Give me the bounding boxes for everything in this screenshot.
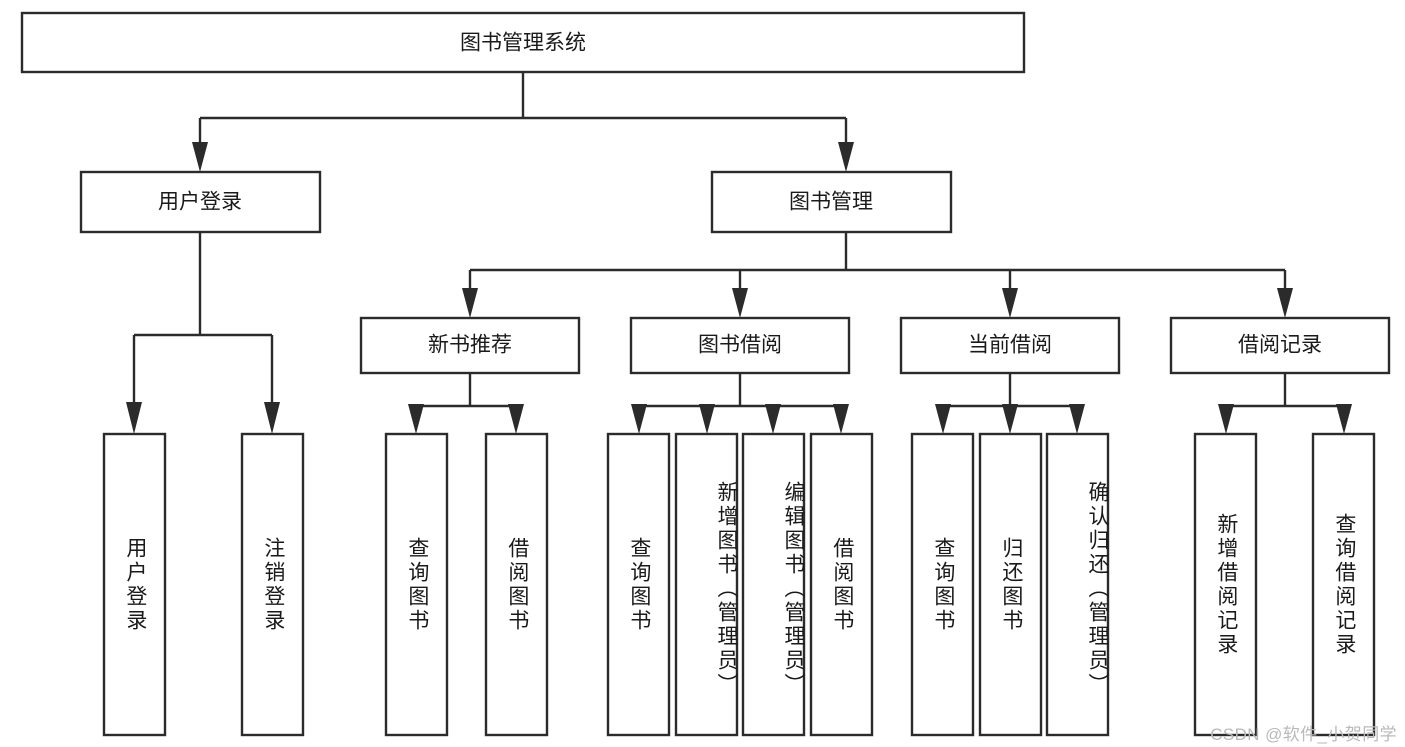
leaf-query-book-2-box[interactable] — [606, 432, 671, 737]
node-book-management-box[interactable] — [710, 170, 953, 234]
arrow-to-leaf-query-book-3 — [935, 404, 951, 434]
leaf-add-record-box[interactable] — [1193, 432, 1258, 737]
arrow-to-book-borrow — [732, 288, 748, 318]
leaf-borrow-book-2-box[interactable] — [809, 432, 874, 737]
leaf-query-book-1-box[interactable] — [384, 432, 449, 737]
node-book-borrow[interactable]: 图书借阅 — [629, 316, 851, 375]
connector-group-book-management — [462, 232, 1293, 318]
arrow-to-borrow-record — [1277, 288, 1293, 318]
node-current-borrow-box[interactable] — [899, 316, 1121, 375]
node-borrow-record-label: 借阅记录 — [1238, 334, 1322, 357]
arrow-to-leaf-borrow-book-2 — [833, 404, 849, 434]
node-new-book-recommend[interactable]: 新书推荐 — [359, 316, 581, 375]
connector-group-borrow-record — [1218, 373, 1352, 434]
arrow-to-leaf-logout — [264, 402, 280, 434]
node-book-borrow-box[interactable] — [629, 316, 851, 375]
node-book-management-label: 图书管理 — [789, 191, 873, 214]
node-new-book-recommend-box[interactable] — [359, 316, 581, 375]
arrow-to-user-login — [192, 142, 208, 172]
connector-group-user-login — [126, 232, 280, 434]
leaf-query-record-box[interactable] — [1311, 432, 1376, 737]
arrow-to-current-borrow — [1002, 288, 1018, 318]
arrow-to-book-management — [838, 142, 854, 172]
node-user-login-label: 用户登录 — [158, 191, 242, 214]
leaf-return-book-box[interactable] — [978, 432, 1043, 737]
node-borrow-record[interactable]: 借阅记录 — [1169, 316, 1391, 375]
leaf-user-login-box[interactable] — [102, 432, 167, 737]
leaf-add-book-box[interactable] — [674, 432, 739, 737]
node-current-borrow-label: 当前借阅 — [968, 334, 1052, 357]
arrow-to-leaf-confirm-return — [1069, 404, 1085, 434]
node-user-login-box[interactable] — [79, 170, 322, 234]
node-borrow-record-box[interactable] — [1169, 316, 1391, 375]
arrow-to-leaf-borrow-book-1 — [508, 404, 524, 434]
arrow-to-leaf-query-book-1 — [408, 404, 424, 434]
leaf-boxes-group — [102, 432, 1376, 737]
node-new-book-recommend-label: 新书推荐 — [428, 334, 512, 357]
arrow-to-leaf-query-record — [1336, 404, 1352, 434]
node-root-box[interactable] — [20, 11, 1026, 74]
leaf-query-book-3-box[interactable] — [910, 432, 975, 737]
connector-group-root — [192, 72, 854, 172]
leaf-logout-box[interactable] — [240, 432, 305, 737]
node-book-borrow-label: 图书借阅 — [698, 334, 782, 357]
connector-group-book-borrow — [631, 373, 849, 434]
csdn-watermark: CSDN @软件_小贺同学 — [1210, 725, 1397, 744]
arrow-to-leaf-add-book — [699, 404, 715, 434]
node-book-management[interactable]: 图书管理 — [710, 170, 953, 234]
arrow-to-leaf-query-book-2 — [631, 404, 647, 434]
arrow-to-leaf-edit-book — [765, 404, 781, 434]
leaf-edit-book-box[interactable] — [741, 432, 806, 737]
connector-group-current-borrow — [935, 373, 1085, 434]
node-root-label: 图书管理系统 — [460, 32, 586, 55]
node-root[interactable]: 图书管理系统 — [20, 11, 1026, 74]
connector-group-new-book-recommend — [408, 373, 524, 434]
arrow-to-new-book-recommend — [462, 288, 478, 318]
leaf-confirm-return-box[interactable] — [1045, 432, 1110, 737]
arrow-to-leaf-return-book — [1002, 404, 1018, 434]
node-user-login[interactable]: 用户登录 — [79, 170, 322, 234]
leaf-borrow-book-1-box[interactable] — [484, 432, 549, 737]
node-current-borrow[interactable]: 当前借阅 — [899, 316, 1121, 375]
arrow-to-leaf-user-login — [126, 402, 142, 434]
arrow-to-leaf-add-record — [1218, 404, 1234, 434]
